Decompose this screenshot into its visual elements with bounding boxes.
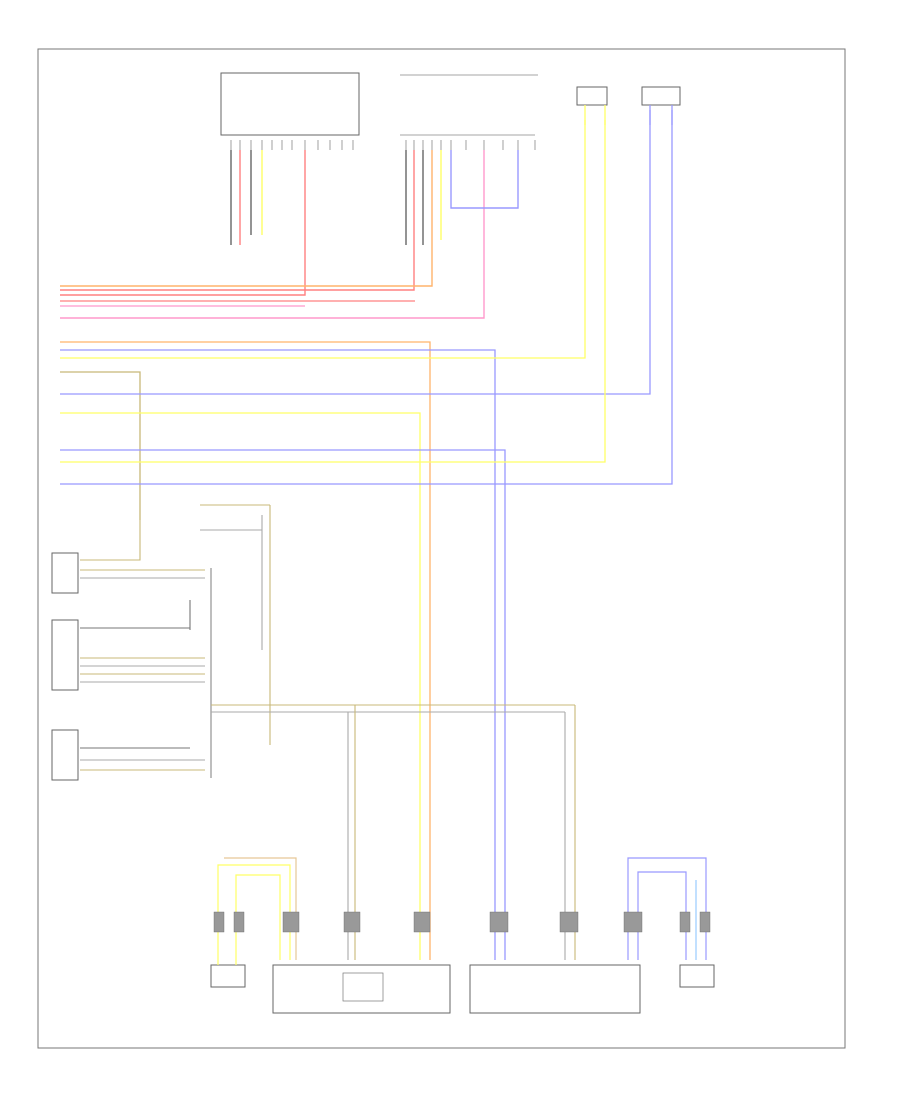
diagram-frame [37,48,846,1049]
top-module-2 [400,74,538,136]
rf-woofer [679,964,715,988]
horizontal-bus [60,110,673,960]
left-module-2 [51,619,79,691]
lf-woofer [210,964,246,988]
rf-front-speaker [469,964,641,1014]
left-module-wires [80,504,576,960]
module-1-pins [230,140,354,160]
bottom-connectors [213,911,711,933]
top-module-1 [220,72,360,136]
top-module-wires [60,150,519,319]
left-module-3 [51,729,79,781]
module-2-pins [405,140,536,160]
rf-tweeter [641,86,681,106]
tweeter-wires [584,105,673,125]
left-module-1 [51,552,79,594]
bottom-right-wires [627,857,707,960]
bottom-left-wires [217,857,297,965]
lf-front-speaker [272,964,451,1014]
lf-tweeter [576,86,608,106]
